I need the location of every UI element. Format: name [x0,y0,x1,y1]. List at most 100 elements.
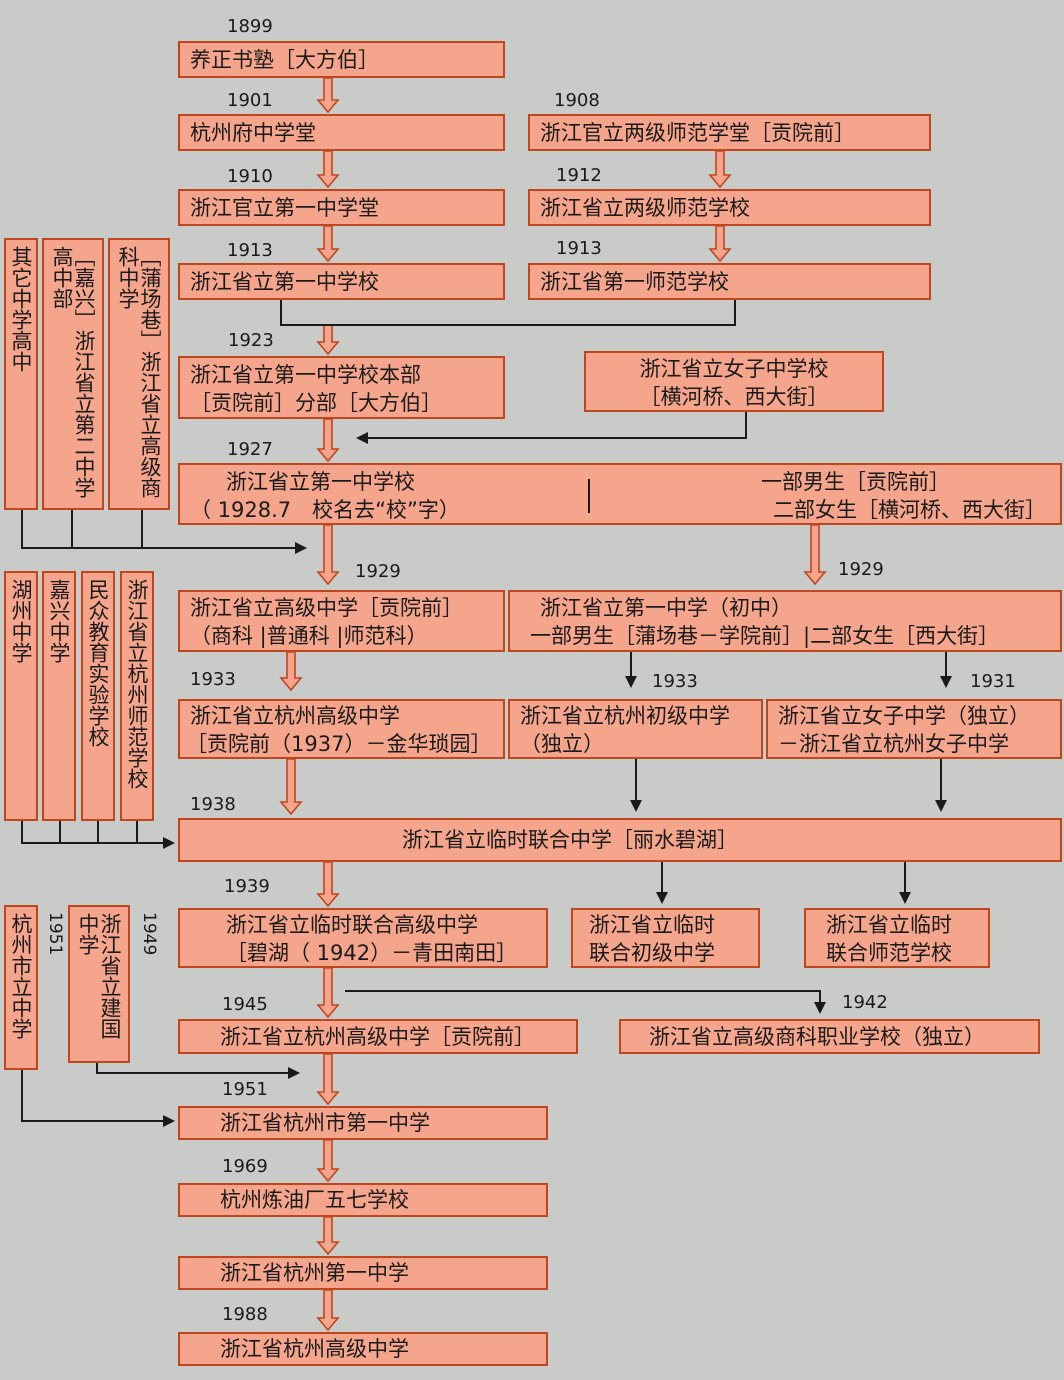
box-1923-benbu: 浙江省立第一中学校本部 ［贡院前］分部［大方伯］ [178,356,505,419]
arrowhead-down [899,892,911,904]
hollow-arrow-down [316,324,340,356]
box-label: 浙江省立两级师范学校 [540,195,750,220]
hollow-arrow-down [316,1216,340,1256]
arrowhead-right [288,1067,300,1079]
year-1951-vertical: 1951 [45,912,65,956]
box-label-line1: 浙江省立杭州初级中学 [520,704,730,728]
box-label-line2: 联合师范学校 [826,941,952,965]
year-1910: 1910 [227,166,273,187]
vbox-label: ［蒲场巷］浙江省立高级商科中学 [116,246,162,498]
hollow-arrow-down [316,77,340,114]
year-1951: 1951 [222,1079,268,1100]
box-label: 杭州炼油厂五七学校 [220,1188,409,1212]
hollow-arrow-down [708,150,732,189]
arrowhead-down [630,800,642,812]
vbox-hangzhou-shili: 杭州市立中学 [4,905,38,1070]
box-label: 浙江省立高级商科职业学校（独立） [649,1024,985,1049]
box-liangji-shifan-xuexiao: 浙江省立两级师范学校 [528,189,931,226]
vbox-minzhong-jiaoyu: 民众教育实验学校 [81,571,115,821]
year-1945: 1945 [222,994,268,1015]
vbox-huzhou-zhongxue: 湖州中学 [4,571,38,821]
box-1939-lianhe-gaoji: 浙江省立临时联合高级中学 ［碧湖（ 1942）－青田南田］ [178,908,548,968]
hollow-arrow-down [316,1139,340,1183]
arrowhead-right [163,837,175,849]
hollow-arrow-down [279,758,303,816]
year-1938: 1938 [190,794,236,815]
year-1901: 1901 [227,90,273,111]
box-label-line2: 一部男生［蒲场巷－学院前］|二部女生［西大街］ [530,624,1000,648]
box-1933-hangzhou-gaoji: 浙江省立杭州高级中学 ［贡院前（1937）－金华琐园］ [178,699,505,759]
vbox-label: 民众教育实验学校 [86,579,110,747]
connector-line [21,1070,163,1122]
box-1969-lianyouchang: 杭州炼油厂五七学校 [178,1183,548,1217]
arrowhead-right [295,542,307,554]
box-label: 养正书塾［大方伯］ [190,47,379,72]
vbox-hangzhou-shifan: 浙江省立杭州师范学校 [120,571,154,821]
box-girls-school: 浙江省立女子中学校 ［横河桥、西大街］ [584,351,884,412]
box-1931-nvzi-zhongxue: 浙江省立女子中学（独立） －浙江省立杭州女子中学 [766,699,1062,759]
vbox-jiaxing-dier-zhongxue: ［嘉兴］浙江省立第二中学高中部 [42,238,104,510]
connector-line [345,990,821,1002]
vbox-jiaxing-zhongxue: 嘉兴中学 [42,571,76,821]
year-1913-left: 1913 [227,240,273,261]
vbox-label: 湖州中学 [9,579,33,663]
box-label-line2: ［横河桥、西大街］ [639,385,829,409]
box-1939-lianhe-shifan: 浙江省立临时 联合师范学校 [804,908,990,968]
box-guanli-diyi-xuetang: 浙江官立第一中学堂 [178,189,505,226]
year-1988: 1988 [222,1304,268,1325]
box-label: 浙江省立临时联合中学［丽水碧湖］ [402,828,738,852]
vbox-label: 其它中学高中 [9,246,33,372]
box-label: 浙江省第一师范学校 [540,269,729,294]
box-label: 浙江官立两级师范学堂［贡院前］ [540,120,855,145]
box-label-line1: 浙江省立女子中学校 [639,357,829,381]
year-1942: 1942 [842,992,888,1013]
arrowhead-left [356,432,368,444]
hollow-arrow-down [279,651,303,692]
box-label: 杭州府中学堂 [190,120,316,145]
year-1927: 1927 [227,439,273,460]
hollow-arrow-down [316,861,340,908]
box-1938-linshi-lianhe: 浙江省立临时联合中学［丽水碧湖］ [178,818,1062,862]
box-label: 浙江官立第一中学堂 [190,195,379,220]
hollow-arrow-down [316,967,340,1019]
year-1929-right: 1929 [838,559,884,580]
box-label-line2: （独立） [520,732,604,756]
arrowhead-right [163,1115,175,1127]
box-label-line1: 浙江省立临时 [589,913,715,937]
box-1929-gaoji: 浙江省立高级中学［贡院前］ （商科 |普通科 |师范科） [178,590,505,652]
arrowhead-down [940,676,952,688]
hollow-arrow-down [316,1289,340,1332]
box-1927-merged: 浙江省立第一中学校 （ 1928.7 校名去“校”字） 一部男生［贡院前］ 二部… [178,463,1062,525]
hollow-arrow-down [316,418,340,463]
box-1951-hangzhou-diyi: 浙江省杭州市第一中学 [178,1106,548,1140]
box-label-right1: 一部男生［贡院前］ [761,470,950,494]
box-label-line1: 浙江省立第一中学（初中） [540,596,792,620]
box-label-line2: ［贡院前（1937）－金华琐园］ [186,732,492,756]
hollow-arrow-down [316,1053,340,1106]
box-1988-hangzhou-gaoji: 浙江省杭州高级中学 [178,1332,548,1366]
year-1899: 1899 [227,16,273,37]
hollow-arrow-down [316,225,340,263]
box-label-line2: 联合初级中学 [589,941,715,965]
year-1913-right: 1913 [556,238,602,259]
vbox-label: 杭州市立中学 [9,913,33,1039]
arrowhead-down [656,892,668,904]
hollow-arrow-down [803,524,827,586]
hollow-arrow-down [316,150,340,189]
box-1939-lianhe-chuji: 浙江省立临时 联合初级中学 [571,908,760,968]
box-1929-chuzhong: 浙江省立第一中学（初中） 一部男生［蒲场巷－学院前］|二部女生［西大街］ [508,590,1062,652]
year-1912: 1912 [556,165,602,186]
box-label-line1: 浙江省立临时联合高级中学 [226,913,478,937]
box-yangzheng-shushu: 养正书塾［大方伯］ [178,41,505,78]
year-1923: 1923 [228,330,274,351]
box-label-line1: 浙江省立第一中学校 [226,470,415,494]
arrowhead-down [814,1002,826,1014]
box-label-line1: 浙江省立高级中学［贡院前］ [190,596,463,620]
box-label: 浙江省杭州第一中学 [220,1261,409,1285]
year-1969: 1969 [222,1156,268,1177]
vbox-label: 嘉兴中学 [47,579,71,663]
box-label-line2: －浙江省立杭州女子中学 [778,732,1009,756]
box-label: 浙江省立杭州高级中学［贡院前］ [220,1024,535,1049]
year-1933-right: 1933 [652,671,698,692]
